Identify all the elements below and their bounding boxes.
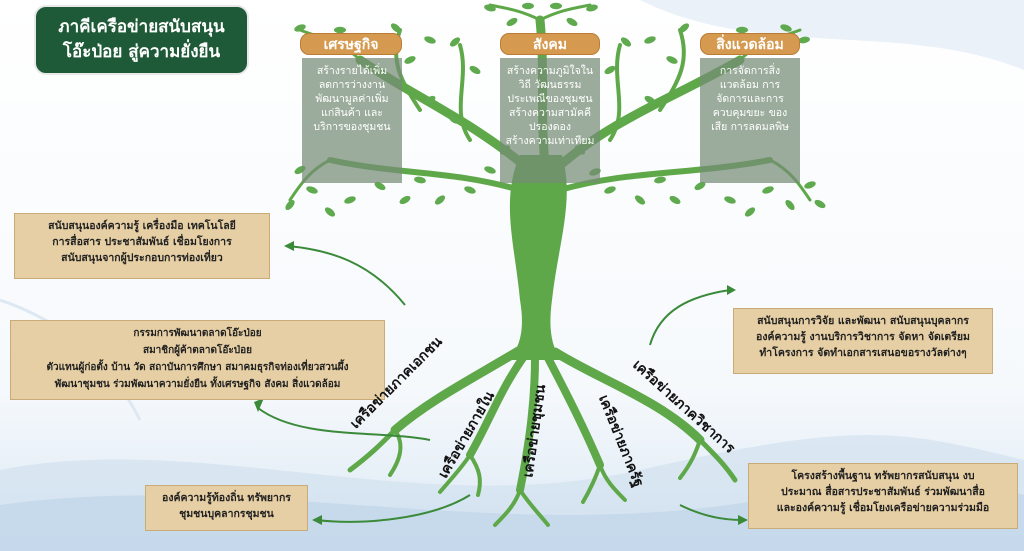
panel-environment-line: การจัดการสิ่ง bbox=[719, 65, 781, 77]
panel-society-line: ประเพณีของชุมชน bbox=[507, 93, 593, 105]
panel-environment-line: แวดล้อม การ bbox=[719, 79, 781, 91]
note-line: สนับสนุนจากผู้ประกอบการท่องเที่ยว bbox=[61, 252, 223, 264]
tree-roots bbox=[347, 345, 738, 527]
note-line: ประมาณ สื่อสารประชาสัมพันธ์ ร่วมพัฒนาสื่… bbox=[781, 486, 985, 498]
arrow-government bbox=[679, 504, 743, 521]
note-private-support: สนับสนุนองค์ความรู้ เครื่องมือ เทคโนโลยี… bbox=[14, 213, 270, 279]
panel-economy-line: พัฒนามูลค่าเพิ่ม bbox=[315, 93, 389, 105]
note-line: ทำโครงการ จัดทำเอกสารเสนอขอรางวัลต่างๆ bbox=[759, 347, 967, 359]
note-line: ชุมชนบุคลากรชุมชน bbox=[179, 508, 274, 520]
note-line: และองค์ความรู้ เชื่อมโยงเครือข่ายความร่ว… bbox=[776, 502, 990, 514]
panel-environment-line: ควบคุมขยะ ของ bbox=[712, 107, 788, 119]
panel-environment-line: เสีย การลดมลพิษ bbox=[711, 121, 789, 133]
tree-trunk bbox=[509, 155, 567, 360]
note-government: โครงสร้างพื้นฐาน ทรัพยากรสนับสนุน งบ ประ… bbox=[748, 463, 1018, 529]
panel-environment-line: จัดการและการ bbox=[716, 93, 784, 105]
panel-society-line: สร้างความสามัคคี bbox=[508, 107, 592, 119]
note-line: ตัวแทนผู้ก่อตั้ง บ้าน วัด สถาบันการศึกษา… bbox=[46, 362, 349, 373]
background-wave bbox=[640, 0, 1024, 70]
note-line: องค์ความรู้ งานบริการวิชาการ จัดหา จัดเต… bbox=[756, 331, 970, 343]
tab-economy: เศรษฐกิจ bbox=[300, 33, 402, 55]
panel-economy-line: บริการของชุมชน bbox=[313, 121, 391, 133]
panel-society-line: สร้างความภูมิใจใน bbox=[506, 65, 594, 77]
arrow-academic bbox=[649, 289, 731, 346]
arrow-heads bbox=[254, 241, 748, 525]
note-line: องค์ความรู้ท้องถิ่น ทรัพยากร bbox=[162, 492, 291, 504]
arrow-community bbox=[315, 494, 471, 523]
note-line: สนับสนุนการวิจัย และพัฒนา สนับสนุนบุคลาก… bbox=[757, 315, 969, 327]
note-line: สมาชิกผู้ค้าตลาดโอ๊ะป่อย bbox=[142, 345, 252, 356]
title-line-2: โอ๊ะป่อย สู่ความยั่งยืน bbox=[62, 42, 221, 62]
tab-environment: สิ่งแวดล้อม bbox=[700, 33, 800, 55]
panel-society-line: วิถี วัฒนธรรม bbox=[518, 79, 582, 91]
background-wave bbox=[0, 474, 1024, 551]
tab-society: สังคม bbox=[500, 33, 600, 55]
title-line-1: ภาคีเครือข่ายสนับสนุน bbox=[58, 17, 225, 37]
panel-economy-line: แก่สินค้า และ bbox=[321, 107, 383, 119]
note-line: สนับสนุนองค์ความรู้ เครื่องมือ เทคโนโลยี bbox=[48, 220, 236, 232]
panel-economy: สร้างรายได้เพิ่ม ลดการว่างงาน พัฒนามูลค่… bbox=[302, 58, 402, 183]
panel-economy-line: ลดการว่างงาน bbox=[318, 79, 386, 91]
panel-economy-line: สร้างรายได้เพิ่ม bbox=[316, 65, 388, 77]
panel-environment: การจัดการสิ่ง แวดล้อม การ จัดการและการ ค… bbox=[700, 58, 800, 183]
note-line: โครงสร้างพื้นฐาน ทรัพยากรสนับสนุน งบ bbox=[791, 470, 975, 482]
note-line: พัฒนาชุมชน ร่วมพัฒนาความยั่งยืน ทั้งเศรษ… bbox=[54, 379, 341, 390]
note-line: กรรมการพัฒนาตลาดโอ๊ะป่อย bbox=[133, 328, 262, 339]
note-community: องค์ความรู้ท้องถิ่น ทรัพยากร ชุมชนบุคลาก… bbox=[145, 485, 308, 531]
note-line: การสื่อสาร ประชาสัมพันธ์ เชื่อมโยงการ bbox=[52, 236, 232, 248]
panel-society-line: สร้างความเท่าเทียม bbox=[505, 135, 595, 147]
note-internal: กรรมการพัฒนาตลาดโอ๊ะป่อย สมาชิกผู้ค้าตลา… bbox=[10, 320, 385, 400]
arrow-private-support bbox=[287, 245, 406, 306]
panel-society: สร้างความภูมิใจใน วิถี วัฒนธรรม ประเพณีข… bbox=[500, 58, 600, 183]
note-academic: สนับสนุนการวิจัย และพัฒนา สนับสนุนบุคลาก… bbox=[733, 308, 993, 374]
panel-society-line: ปรองดอง bbox=[529, 121, 571, 133]
arrow-internal-lower bbox=[257, 407, 431, 441]
page-title: ภาคีเครือข่ายสนับสนุน โอ๊ะป่อย สู่ความยั… bbox=[34, 5, 249, 75]
